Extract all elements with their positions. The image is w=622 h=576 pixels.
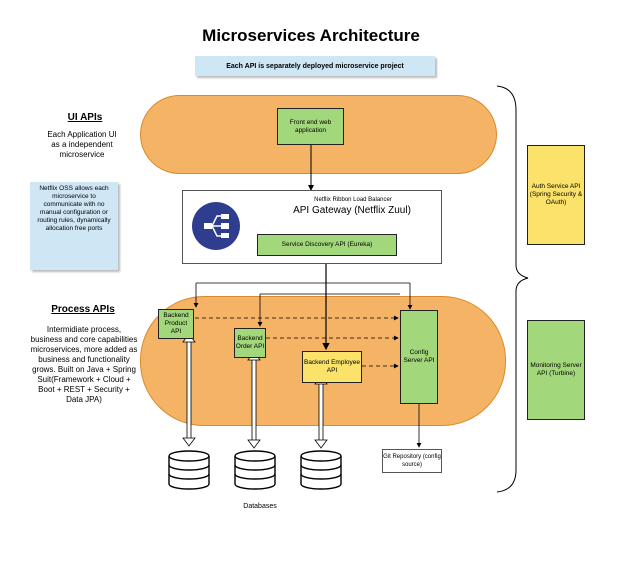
service-discovery-node: Service Discovery API (Eureka) xyxy=(257,234,397,256)
process-apis-heading: Process APIs xyxy=(51,304,115,315)
frontend-node: Front end web application xyxy=(277,108,344,145)
employee-api-node: Backend Employee API xyxy=(302,351,362,383)
process-apis-text: Intermidiate process, business and core … xyxy=(30,325,138,404)
database-icon xyxy=(300,450,342,490)
database-icon xyxy=(168,450,210,490)
ui-apis-heading: UI APIs xyxy=(67,112,103,123)
product-api-node: Backend Product API xyxy=(158,309,194,339)
monitoring-server-node: Monitoring Server API (Turbine) xyxy=(527,320,585,420)
load-balancer-icon xyxy=(192,202,240,250)
page-title: Microservices Architecture xyxy=(202,26,420,45)
databases-label: Databases xyxy=(243,503,277,510)
config-server-node: Config Server API xyxy=(400,310,438,404)
git-repository-node: Git Repository (config source) xyxy=(382,449,442,473)
netflix-oss-note: Netflix OSS allows each microservice to … xyxy=(30,182,118,270)
deployment-banner: Each API is separately deployed microser… xyxy=(195,56,435,76)
ui-apis-text: Each Application UI as a independent mic… xyxy=(47,130,117,159)
database-icon xyxy=(234,450,276,490)
auth-service-node: Auth Service API (Spring Security & OAut… xyxy=(527,145,585,245)
gateway-title: API Gateway (Netflix Zuul) xyxy=(293,205,411,216)
api-gateway-box: Netflix Ribbon Load Balancer API Gateway… xyxy=(182,190,442,264)
order-api-node: Backend Order API xyxy=(234,328,266,358)
gateway-subtitle: Netflix Ribbon Load Balancer xyxy=(314,197,392,203)
